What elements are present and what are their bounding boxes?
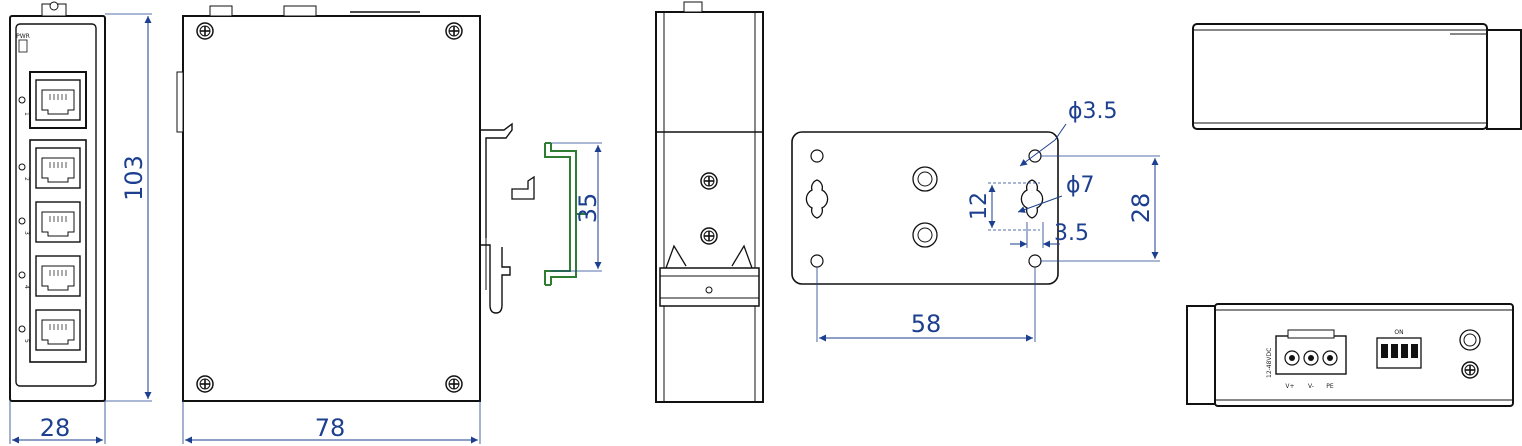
front-height-label: 103 bbox=[120, 155, 148, 201]
power-spec-label: 12-48VDC bbox=[1266, 348, 1273, 378]
rj45-port-2-icon bbox=[35, 147, 81, 189]
ground-screw-icon bbox=[1461, 361, 1479, 379]
din-clip-top bbox=[480, 122, 513, 238]
port-5-label: 5 bbox=[23, 339, 30, 343]
screw-icon bbox=[445, 22, 463, 40]
mounting-plate: ϕ3.5 ϕ7 12 3.5 28 58 bbox=[791, 99, 1160, 342]
plate-outline bbox=[791, 131, 1059, 285]
screw-icon bbox=[445, 375, 463, 393]
top-view bbox=[1192, 23, 1522, 130]
mount-hole bbox=[1028, 254, 1042, 268]
slot-height-label: 12 bbox=[967, 192, 992, 220]
terminal-label-1: V+ bbox=[1285, 383, 1294, 390]
keyhole-slot bbox=[1020, 179, 1044, 219]
keyhole-slot bbox=[805, 179, 829, 219]
port-4-label: 4 bbox=[23, 285, 30, 289]
terminal-label-3: PE bbox=[1326, 383, 1334, 390]
screw-icon bbox=[196, 375, 214, 393]
din-rail-profile bbox=[544, 143, 571, 285]
rj45-port-3-icon bbox=[35, 201, 81, 243]
din-clip-bottom bbox=[480, 244, 511, 314]
port-2-label: 2 bbox=[23, 177, 30, 181]
top-connector-end bbox=[1486, 29, 1522, 130]
rj45-port-1-icon bbox=[35, 79, 81, 121]
front-view: PWR 1 2 3 4 5 103 28 bbox=[9, 1, 152, 444]
front-width-label: 28 bbox=[40, 414, 71, 442]
bottom-housing bbox=[1214, 303, 1514, 407]
screw-icon bbox=[196, 22, 214, 40]
rear-housing bbox=[655, 11, 764, 403]
mount-hole bbox=[810, 254, 824, 268]
top-housing bbox=[1192, 23, 1488, 130]
side-housing bbox=[182, 15, 481, 402]
port-1-label: 1 bbox=[23, 112, 30, 116]
mount-hole bbox=[810, 149, 824, 163]
keyhole-diameter-label: ϕ7 bbox=[1066, 173, 1095, 198]
hole-diameter-label: ϕ3.5 bbox=[1068, 99, 1118, 124]
rj45-port-4-icon bbox=[35, 255, 81, 297]
arrow-right-icon bbox=[511, 175, 535, 200]
rear-view bbox=[655, 1, 764, 403]
rj45-port-5-icon bbox=[35, 309, 81, 351]
din-rail: 35 bbox=[511, 142, 602, 286]
dip-label: ON bbox=[1394, 329, 1403, 336]
hole-spacing-horizontal-label: 58 bbox=[911, 310, 942, 338]
hole-spacing-vertical-label: 28 bbox=[1127, 193, 1155, 224]
screw-icon bbox=[700, 172, 718, 190]
bottom-view: 12-48VDC V+ V- PE ON bbox=[1186, 303, 1514, 407]
slot-width-label: 3.5 bbox=[1054, 221, 1089, 246]
rail-height-label: 35 bbox=[574, 193, 602, 224]
side-view: 78 bbox=[176, 5, 513, 444]
pwr-led bbox=[18, 39, 28, 53]
pwr-label: PWR bbox=[16, 33, 30, 40]
port-1-led bbox=[18, 96, 26, 104]
bottom-end-cap bbox=[1186, 305, 1216, 405]
screw-icon bbox=[700, 227, 718, 245]
console-port bbox=[1459, 329, 1481, 351]
port-3-label: 3 bbox=[23, 231, 30, 235]
side-width-label: 78 bbox=[315, 414, 346, 442]
terminal-label-2: V- bbox=[1308, 383, 1314, 390]
